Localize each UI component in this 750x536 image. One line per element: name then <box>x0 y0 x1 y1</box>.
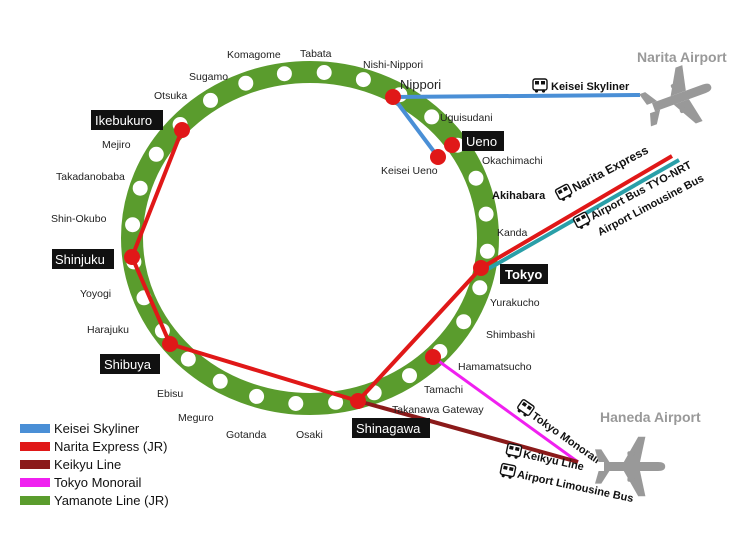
station-tabata[interactable]: Tabata <box>300 48 332 60</box>
yamanote-station-dot <box>212 373 228 389</box>
route-label-keisei-skyliner[interactable]: Keisei Skyliner <box>532 78 630 94</box>
yamanote-station-dot <box>456 314 472 330</box>
yamanote-station-dot <box>288 396 304 411</box>
station-mejiro[interactable]: Mejiro <box>102 139 131 151</box>
station-kanda[interactable]: Kanda <box>497 227 528 239</box>
yamanote-station-dot <box>238 75 254 91</box>
hub-dot-ueno[interactable] <box>444 137 460 153</box>
airport-label-narita[interactable]: Narita Airport <box>637 49 727 65</box>
hub-label-ueno[interactable]: Ueno <box>462 131 504 151</box>
yamanote-station-dot <box>316 65 332 80</box>
keisei-skyliner-line <box>392 93 641 99</box>
station-komagome[interactable]: Komagome <box>227 49 281 61</box>
hub-dot-hamamatsucho[interactable] <box>425 349 441 365</box>
legend-swatch <box>20 442 50 451</box>
station-meguro[interactable]: Meguro <box>178 412 214 424</box>
hub-dot-shibuya[interactable] <box>162 336 178 352</box>
tokyo-monorail-line <box>432 355 579 464</box>
yamanote-station-dot <box>148 146 164 162</box>
svg-text:Shinjuku: Shinjuku <box>55 252 105 267</box>
yamanote-station-dot <box>355 72 371 88</box>
station-hamamatsucho[interactable]: Hamamatsucho <box>458 361 532 373</box>
train-icon <box>554 183 575 203</box>
hub-label-tokyo[interactable]: Tokyo <box>500 264 548 284</box>
legend-label: Yamanote Line (JR) <box>54 493 169 508</box>
legend-swatch <box>20 424 50 433</box>
legend-label: Tokyo Monorail <box>54 475 142 490</box>
station-harajuku[interactable]: Harajuku <box>87 324 129 336</box>
yamanote-station-dot <box>478 206 494 222</box>
hub-label-ikebukuro[interactable]: Ikebukuro <box>91 110 163 130</box>
station-shimbashi[interactable]: Shimbashi <box>486 329 535 341</box>
yamanote-line-ring <box>121 61 499 415</box>
legend-swatch <box>20 460 50 469</box>
bus-icon <box>498 462 517 481</box>
station-sugamo[interactable]: Sugamo <box>189 71 228 83</box>
yamanote-station-dot <box>479 243 495 259</box>
hub-dot-tokyo[interactable] <box>473 260 489 276</box>
svg-text:Tokyo: Tokyo <box>505 267 542 282</box>
hub-label-shibuya[interactable]: Shibuya <box>100 354 160 374</box>
station-keisei-ueno[interactable]: Keisei Ueno <box>381 165 438 177</box>
yamanote-station-dot <box>276 66 292 82</box>
yamanote-station-dot <box>249 388 265 404</box>
station-uguisudani[interactable]: Uguisudani <box>440 112 493 124</box>
station-otsuka[interactable]: Otsuka <box>154 90 187 102</box>
yamanote-station-dot <box>472 280 488 296</box>
yamanote-station-dot <box>468 170 484 186</box>
yamanote-station-dot <box>180 351 196 367</box>
legend-swatch <box>20 478 50 487</box>
station-nippori[interactable]: Nippori <box>400 77 441 92</box>
train-icon <box>532 78 548 94</box>
keisei-ueno-branch <box>391 95 440 159</box>
hub-dot-nippori[interactable] <box>385 89 401 105</box>
station-gotanda[interactable]: Gotanda <box>226 429 266 441</box>
legend-swatch <box>20 496 50 505</box>
station-yurakucho[interactable]: Yurakucho <box>490 297 540 309</box>
airplane-icon <box>634 58 722 139</box>
svg-text:Airport Limousine Bus: Airport Limousine Bus <box>516 469 634 505</box>
yamanote-station-dot <box>203 92 218 108</box>
svg-text:Ikebukuro: Ikebukuro <box>95 113 152 128</box>
svg-text:Keisei Skyliner: Keisei Skyliner <box>551 81 630 93</box>
station-nishi-nippori[interactable]: Nishi-Nippori <box>363 59 423 71</box>
svg-text:Ueno: Ueno <box>466 134 497 149</box>
station-yoyogi[interactable]: Yoyogi <box>80 288 111 300</box>
legend-label: Keikyu Line <box>54 457 121 472</box>
station-okachimachi[interactable]: Okachimachi <box>482 155 543 167</box>
narita-express-airport-line <box>479 154 674 270</box>
hub-label-shinagawa[interactable]: Shinagawa <box>352 418 430 438</box>
station-osaki[interactable]: Osaki <box>296 429 323 441</box>
svg-text:Shinagawa: Shinagawa <box>356 421 421 436</box>
station-takanawa-gateway[interactable]: Takanawa Gateway <box>392 404 484 416</box>
yamanote-station-dot <box>424 109 440 125</box>
legend-label: Narita Express (JR) <box>54 439 167 454</box>
legend-label: Keisei Skyliner <box>54 421 140 436</box>
hub-dot-shinagawa[interactable] <box>350 393 366 409</box>
train-icon <box>504 442 523 461</box>
hub-dot-shinjuku[interactable] <box>124 249 140 265</box>
hub-label-shinjuku[interactable]: Shinjuku <box>52 249 114 269</box>
station-ebisu[interactable]: Ebisu <box>157 388 183 400</box>
yamanote-station-dot <box>132 180 148 196</box>
station-akihabara[interactable]: Akihabara <box>492 190 546 202</box>
hub-dot-ikebukuro[interactable] <box>174 122 190 138</box>
svg-text:Shibuya: Shibuya <box>104 357 152 372</box>
station-takadanobaba[interactable]: Takadanobaba <box>56 171 125 183</box>
station-tamachi[interactable]: Tamachi <box>424 384 463 396</box>
yamanote-station-dot <box>328 394 344 410</box>
keikyu-line <box>357 399 579 464</box>
yamanote-station-dot <box>125 217 141 233</box>
hub-dot-keisei-ueno[interactable] <box>430 149 446 165</box>
station-shin-okubo[interactable]: Shin-Okubo <box>51 213 107 225</box>
yamanote-station-dot <box>402 368 417 384</box>
airport-label-haneda[interactable]: Haneda Airport <box>600 409 701 425</box>
